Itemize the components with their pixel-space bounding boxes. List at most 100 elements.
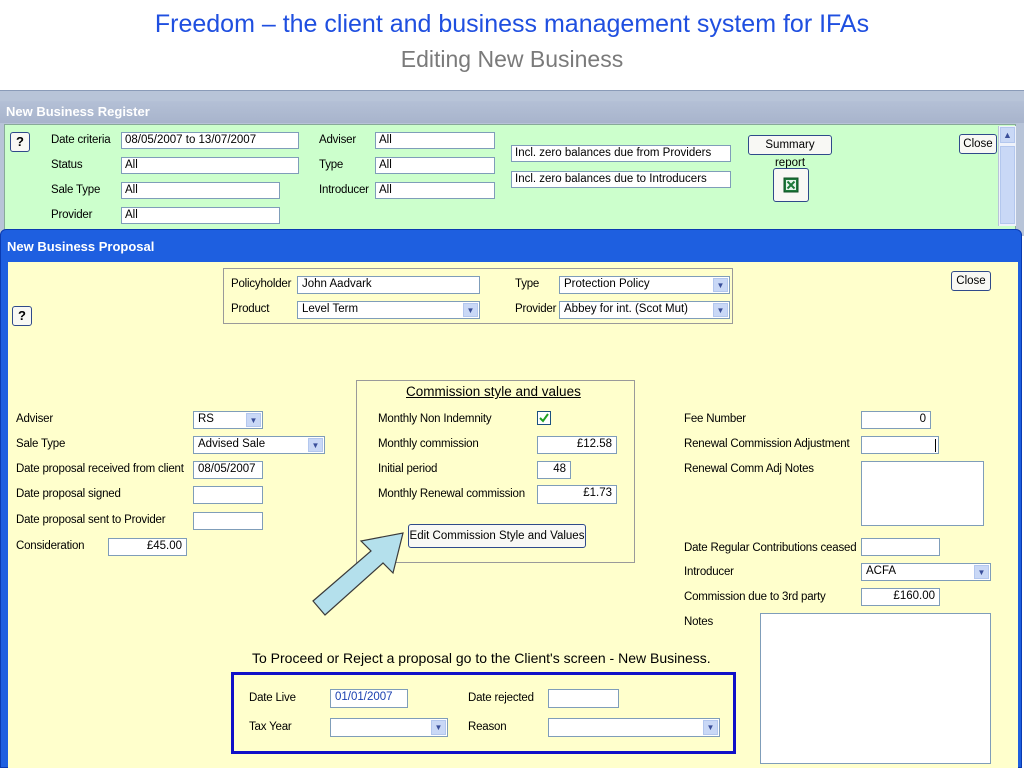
monthly-renewal-field[interactable]: £1.73 <box>537 485 617 504</box>
register-adviser-value: All <box>379 134 392 146</box>
adviser-label: Adviser <box>16 413 53 425</box>
proceed-reject-box <box>231 672 736 754</box>
register-scrollbar[interactable]: ▲ <box>998 126 1016 226</box>
monthly-non-indemnity-label: Monthly Non Indemnity <box>378 413 492 425</box>
chevron-down-icon[interactable]: ▼ <box>974 565 989 579</box>
policyholder-label: Policyholder <box>231 278 292 290</box>
policyholder-field[interactable]: John Aadvark <box>297 276 480 294</box>
sale-type-value: Advised Sale <box>198 438 266 450</box>
register-help-button[interactable]: ? <box>10 132 30 152</box>
instruction-text: To Proceed or Reject a proposal go to th… <box>252 650 711 666</box>
register-adviser-field[interactable]: All <box>375 132 495 149</box>
date-received-label: Date proposal received from client <box>16 463 184 475</box>
chevron-up-icon: ▲ <box>1003 130 1012 140</box>
date-signed-field[interactable] <box>193 486 263 504</box>
product-label: Product <box>231 303 270 315</box>
fee-number-field[interactable]: 0 <box>861 411 931 429</box>
sale-type-select[interactable]: Advised Sale ▼ <box>193 436 325 454</box>
register-type-label: Type <box>319 159 344 171</box>
register-type-value: All <box>379 159 392 171</box>
chevron-down-icon[interactable]: ▼ <box>713 278 728 292</box>
date-live-label: Date Live <box>249 692 296 704</box>
consideration-value: £45.00 <box>146 540 182 552</box>
renewal-notes-textarea[interactable] <box>861 461 984 526</box>
chevron-down-icon[interactable]: ▼ <box>431 720 446 735</box>
sale-type-label: Sale Type <box>16 438 66 450</box>
date-live-value: 01/01/2007 <box>335 691 393 703</box>
chevron-down-icon[interactable]: ▼ <box>463 303 478 317</box>
question-icon: ? <box>18 308 26 323</box>
commission-3rd-field[interactable]: £160.00 <box>861 588 940 606</box>
register-sale-type-label: Sale Type <box>51 184 101 196</box>
date-received-field[interactable]: 08/05/2007 <box>193 461 263 479</box>
monthly-commission-field[interactable]: £12.58 <box>537 436 617 454</box>
policy-group-box <box>223 268 733 324</box>
date-live-field[interactable]: 01/01/2007 <box>330 689 408 708</box>
register-sale-type-value: All <box>125 184 138 196</box>
tax-year-select[interactable]: ▼ <box>330 718 448 737</box>
type-select[interactable]: Protection Policy▼ <box>559 276 730 294</box>
date-criteria-label: Date criteria <box>51 134 111 146</box>
notes-label: Notes <box>684 616 714 628</box>
renewal-adj-field[interactable] <box>861 436 939 454</box>
commission-3rd-label: Commission due to 3rd party <box>684 591 826 603</box>
date-sent-label: Date proposal sent to Provider <box>16 514 166 526</box>
consideration-label: Consideration <box>16 540 85 552</box>
incl-introducers-label: Incl. zero balances due to Introducers <box>515 173 707 185</box>
register-status-label: Status <box>51 159 83 171</box>
register-sale-type-field[interactable]: All <box>121 182 280 199</box>
register-status-value: All <box>125 159 138 171</box>
renewal-adj-label: Renewal Commission Adjustment <box>684 438 850 450</box>
introducer-value: ACFA <box>866 565 897 577</box>
register-status-field[interactable]: All <box>121 157 299 174</box>
initial-period-field[interactable]: 48 <box>537 461 571 479</box>
question-icon: ? <box>16 134 24 149</box>
proposal-help-button[interactable]: ? <box>12 306 32 326</box>
excel-export-button[interactable] <box>773 168 809 202</box>
reason-label: Reason <box>468 721 507 733</box>
register-introducer-field[interactable]: All <box>375 182 495 199</box>
monthly-non-indemnity-checkbox[interactable] <box>537 411 551 425</box>
renewal-notes-label: Renewal Comm Adj Notes <box>684 463 814 475</box>
commission-3rd-value: £160.00 <box>893 590 935 602</box>
consideration-field[interactable]: £45.00 <box>108 538 187 556</box>
type-label: Type <box>515 278 540 290</box>
proposal-titlebar: New Business Proposal <box>1 236 1017 258</box>
date-regular-ceased-label: Date Regular Contributions ceased <box>684 542 857 554</box>
register-close-label: Close <box>963 138 993 150</box>
scroll-thumb[interactable] <box>1000 146 1015 224</box>
text-cursor <box>935 439 936 452</box>
date-sent-field[interactable] <box>193 512 263 530</box>
summary-report-button[interactable]: Summary report <box>748 135 832 169</box>
scroll-up-button[interactable]: ▲ <box>1000 127 1015 143</box>
proposal-close-label: Close <box>956 275 986 287</box>
incl-providers-option[interactable]: Incl. zero balances due from Providers <box>511 145 731 162</box>
slide-subtitle: Editing New Business <box>400 46 624 72</box>
introducer-label: Introducer <box>684 566 734 578</box>
notes-textarea[interactable] <box>760 613 991 764</box>
register-provider-field[interactable]: All <box>121 207 280 224</box>
chevron-down-icon[interactable]: ▼ <box>308 438 323 452</box>
date-criteria-field[interactable]: 08/05/2007 to 13/07/2007 <box>121 132 299 149</box>
initial-period-value: 48 <box>553 463 566 475</box>
date-rejected-field[interactable] <box>548 689 619 708</box>
chevron-down-icon[interactable]: ▼ <box>703 720 718 735</box>
product-select[interactable]: Level Term▼ <box>297 301 480 319</box>
register-provider-value: All <box>125 209 138 221</box>
edit-commission-button[interactable]: Edit Commission Style and Values <box>408 524 586 548</box>
register-titlebar: New Business Register <box>0 101 1024 123</box>
proposal-close-button[interactable]: Close <box>951 271 991 291</box>
incl-introducers-option[interactable]: Incl. zero balances due to Introducers <box>511 171 731 188</box>
chevron-down-icon[interactable]: ▼ <box>713 303 728 317</box>
register-close-button[interactable]: Close <box>959 134 997 154</box>
date-rejected-label: Date rejected <box>468 692 534 704</box>
introducer-select[interactable]: ACFA ▼ <box>861 563 991 581</box>
adviser-select[interactable]: RS▼ <box>193 411 263 429</box>
reason-select[interactable]: ▼ <box>548 718 720 737</box>
provider-select[interactable]: Abbey for int. (Scot Mut)▼ <box>559 301 730 319</box>
chevron-down-icon[interactable]: ▼ <box>246 413 261 427</box>
fee-number-value: 0 <box>919 413 926 425</box>
register-type-field[interactable]: All <box>375 157 495 174</box>
date-regular-ceased-field[interactable] <box>861 538 940 556</box>
fee-number-label: Fee Number <box>684 413 746 425</box>
